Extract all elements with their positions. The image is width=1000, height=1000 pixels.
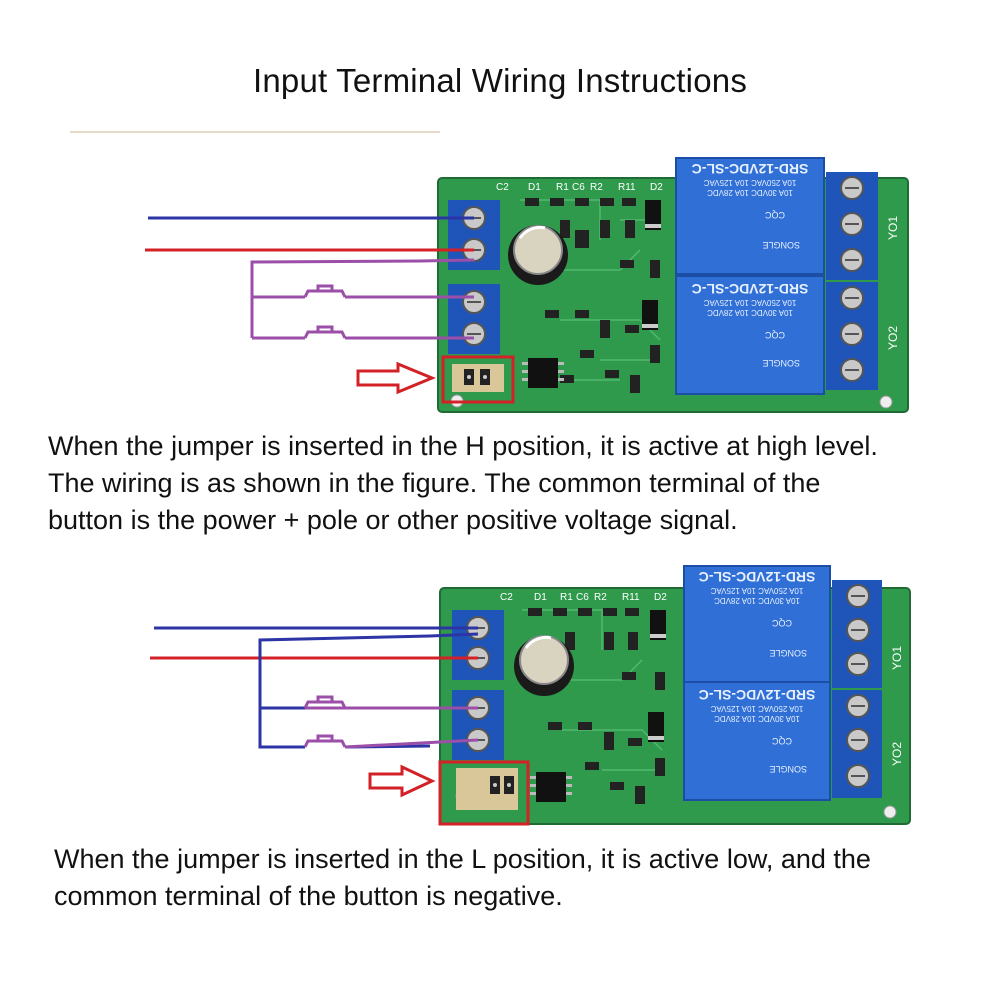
jumper-l-position (456, 768, 518, 810)
silkscreen-d1: D1 (528, 182, 541, 193)
push-button-1 (303, 695, 347, 709)
relay-2-brand: SONGLE (762, 358, 800, 368)
output-terminal-block (832, 580, 882, 798)
relay-2-rating-a: 10A 250VAC 10A 125VAC (710, 704, 803, 713)
jumper-h-position (452, 364, 504, 392)
silkscreen-d2: D2 (650, 182, 663, 193)
jumper-highlight-box (441, 355, 515, 404)
electrolytic-capacitor (514, 635, 574, 696)
caption-high-level: When the jumper is inserted in the H pos… (48, 431, 878, 535)
push-button-1 (303, 284, 347, 298)
push-button-2 (303, 325, 347, 339)
relay-1-brand: SONGLE (769, 648, 807, 658)
relay-2-brand: SONGLE (769, 764, 807, 774)
diode-d3 (648, 712, 664, 742)
silkscreen-r2: R2 (594, 592, 607, 603)
output-label-yo1: YO1 (886, 216, 900, 240)
silkscreen-c2: C2 (496, 182, 509, 193)
relay-2-cqc: CQC (765, 330, 786, 340)
diode-d2 (650, 610, 666, 640)
silkscreen-d1: D1 (534, 592, 547, 603)
jumper-highlight-box (438, 760, 530, 826)
wire-purple-common (250, 258, 475, 338)
silkscreen-r1: R1 (556, 182, 569, 193)
relay-1-rating-a: 10A 250VAC 10A 125VAC (703, 178, 796, 187)
output-terminal-block (826, 172, 878, 390)
relay-1: SRD-12VDC-SL-C 10A 250VAC 10A 125VAC 10A… (675, 157, 825, 275)
push-button-2 (303, 734, 347, 748)
silkscreen-c6: C6 (572, 182, 585, 193)
caption-low-level: When the jumper is inserted in the L pos… (54, 844, 871, 911)
relay-2: SRD-12VDC-SL-C 10A 250VAC 10A 125VAC 10A… (683, 681, 831, 801)
relay-2: SRD-12VDC-SL-C 10A 250VAC 10A 125VAC 10A… (675, 275, 825, 395)
wiring-diagram-low: C2 D1 R1 C6 R2 R11 D2 (150, 565, 911, 826)
output-label-yo2: YO2 (890, 742, 904, 766)
relay-2-model: SRD-12VDC-SL-C (699, 687, 816, 703)
silkscreen-c6: C6 (576, 592, 589, 603)
ic-chip (528, 358, 558, 388)
jumper-arrow (368, 764, 436, 798)
relay-1: SRD-12VDC-SL-C 10A 250VAC 10A 125VAC 10A… (683, 565, 831, 683)
output-label-yo1: YO1 (890, 646, 904, 670)
relay-2-rating-b: 10A 30VDC 10A 28VDC (707, 308, 793, 317)
silkscreen-r11: R11 (622, 592, 640, 603)
silkscreen-c2: C2 (500, 592, 513, 603)
output-label-yo2: YO2 (886, 326, 900, 350)
diode-d2 (645, 200, 661, 230)
silkscreen-r1: R1 (560, 592, 573, 603)
relay-1-rating-b: 10A 30VDC 10A 28VDC (714, 596, 800, 605)
input-terminal-block (452, 610, 504, 760)
electrolytic-capacitor (508, 225, 568, 285)
relay-1-brand: SONGLE (762, 240, 800, 250)
jumper-arrow (356, 361, 436, 395)
relay-1-rating-a: 10A 250VAC 10A 125VAC (710, 586, 803, 595)
relay-1-rating-b: 10A 30VDC 10A 28VDC (707, 188, 793, 197)
silkscreen-r2: R2 (590, 182, 603, 193)
relay-2-model: SRD-12VDC-SL-C (692, 281, 809, 297)
relay-2-cqc: CQC (772, 736, 793, 746)
wire-purple-button-2 (344, 738, 479, 749)
silkscreen-r11: R11 (618, 182, 636, 193)
relay-1-cqc: CQC (765, 210, 786, 220)
relay-2-rating-b: 10A 30VDC 10A 28VDC (714, 714, 800, 723)
silkscreen-d2: D2 (654, 592, 667, 603)
relay-1-model: SRD-12VDC-SL-C (692, 161, 809, 177)
page-title: Input Terminal Wiring Instructions (252, 62, 748, 99)
relay-2-rating-a: 10A 250VAC 10A 125VAC (703, 298, 796, 307)
relay-1-model: SRD-12VDC-SL-C (699, 569, 816, 585)
wiring-diagram-high: C2 D1 R1 C6 R2 R11 D2 (70, 131, 909, 413)
relay-1-cqc: CQC (772, 618, 793, 628)
diode-d3 (642, 300, 658, 330)
ic-chip (536, 772, 566, 802)
